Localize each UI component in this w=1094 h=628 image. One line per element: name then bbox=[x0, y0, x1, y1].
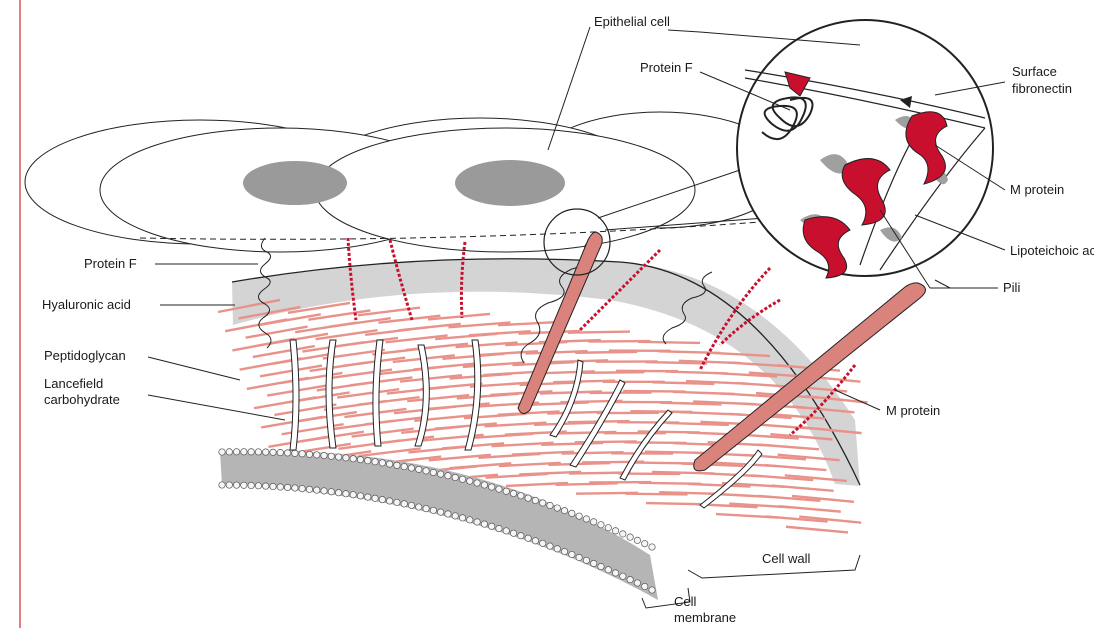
label-pili: Pili bbox=[1003, 280, 1020, 295]
label-lipoteichoic-acid: Lipoteichoic acid bbox=[1010, 243, 1094, 258]
label-lancefield-2: carbohydrate bbox=[44, 392, 120, 407]
label-cell-wall: Cell wall bbox=[762, 551, 811, 566]
label-surface-fibronectin-2: fibronectin bbox=[1012, 81, 1072, 96]
label-lancefield-1: Lancefield bbox=[44, 376, 103, 391]
label-protein-f: Protein F bbox=[84, 256, 137, 271]
label-surface-fibronectin-1: Surface bbox=[1012, 64, 1057, 79]
epithelial-cells bbox=[25, 112, 790, 252]
label-hyaluronic-acid: Hyaluronic acid bbox=[42, 297, 131, 312]
label-cell-membrane-2: membrane bbox=[674, 610, 736, 625]
label-epithelial-cell: Epithelial cell bbox=[594, 14, 670, 29]
label-m-protein: M protein bbox=[886, 403, 940, 418]
label-m-protein-inset: M protein bbox=[1010, 182, 1064, 197]
inset-zoom bbox=[737, 20, 993, 278]
label-peptidoglycan: Peptidoglycan bbox=[44, 348, 126, 363]
label-protein-f-inset: Protein F bbox=[640, 60, 693, 75]
label-cell-membrane-1: Cell bbox=[674, 594, 697, 609]
